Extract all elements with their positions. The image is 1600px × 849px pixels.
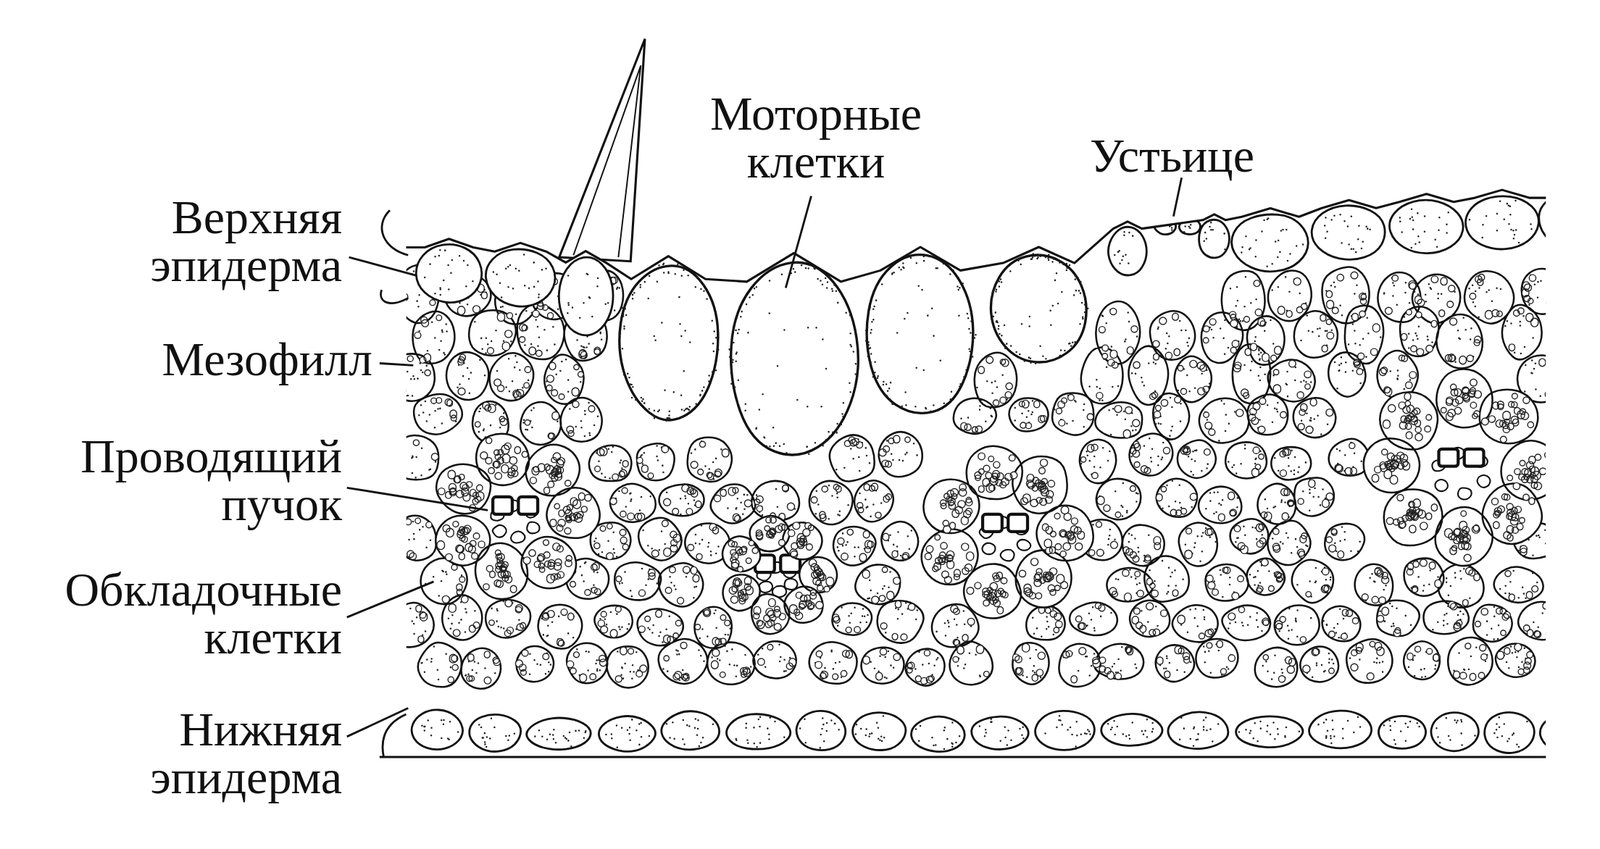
chloroplasts bbox=[392, 270, 1563, 685]
leader-line bbox=[347, 487, 488, 511]
stipple bbox=[618, 252, 1090, 456]
edge-curl bbox=[381, 210, 408, 256]
part-label: Нижняя эпидерма bbox=[150, 705, 343, 802]
vascular-bundles bbox=[435, 368, 1561, 635]
leader-line bbox=[349, 257, 417, 276]
xylem-vessel bbox=[1439, 449, 1459, 467]
part-label: Обкладочные клетки bbox=[64, 565, 343, 662]
part-label: Верхняя эпидерма bbox=[150, 193, 343, 290]
chloroplasts bbox=[436, 437, 592, 593]
mesophyll-cells bbox=[388, 265, 1565, 690]
lower-epidermis-cells bbox=[411, 710, 1588, 754]
bundle-sheath-cells bbox=[921, 446, 1094, 619]
xylem-vessel bbox=[1007, 514, 1028, 532]
leaf-tissue bbox=[388, 173, 1600, 766]
upper-epidermis-cells bbox=[415, 192, 1600, 336]
phloem-cells bbox=[1431, 447, 1490, 500]
part-label: Устьице bbox=[1089, 131, 1255, 180]
xylem-vessel bbox=[982, 514, 1003, 532]
cuticle bbox=[379, 189, 1547, 758]
xylem-vessel bbox=[518, 497, 538, 515]
stipple bbox=[421, 715, 1582, 750]
bundle-sheath-cells bbox=[1363, 368, 1561, 566]
leader-line bbox=[347, 707, 408, 737]
leader-line bbox=[347, 581, 435, 618]
chloroplasts bbox=[728, 517, 834, 631]
leader-line bbox=[1173, 177, 1182, 217]
part-label: Проводящий пучок bbox=[80, 432, 343, 529]
chloroplasts bbox=[924, 452, 1085, 614]
part-label: Моторные клетки bbox=[710, 89, 922, 186]
leader-line bbox=[785, 196, 811, 289]
motor-cells bbox=[618, 252, 1090, 456]
trichome-inner bbox=[573, 65, 641, 258]
motor-cells bbox=[619, 255, 1087, 456]
xylem-vessel bbox=[492, 497, 513, 515]
lower-cuticle bbox=[379, 756, 1547, 759]
stipple bbox=[392, 270, 1561, 683]
mesophyll bbox=[388, 265, 1565, 690]
edge-curl bbox=[381, 289, 409, 303]
epidermis bbox=[405, 192, 1600, 762]
bundle-sheath-cells bbox=[722, 515, 837, 635]
upper-cuticle bbox=[405, 189, 1546, 282]
edge-curl bbox=[382, 714, 406, 758]
bundle-sheath-cells bbox=[435, 434, 600, 600]
xylem-vessel bbox=[1464, 449, 1485, 467]
chloroplasts bbox=[1371, 378, 1558, 562]
part-label: Мезофилл bbox=[161, 335, 373, 384]
leader-line bbox=[379, 363, 414, 366]
leader-lines bbox=[347, 177, 1182, 737]
trichome bbox=[559, 39, 645, 262]
